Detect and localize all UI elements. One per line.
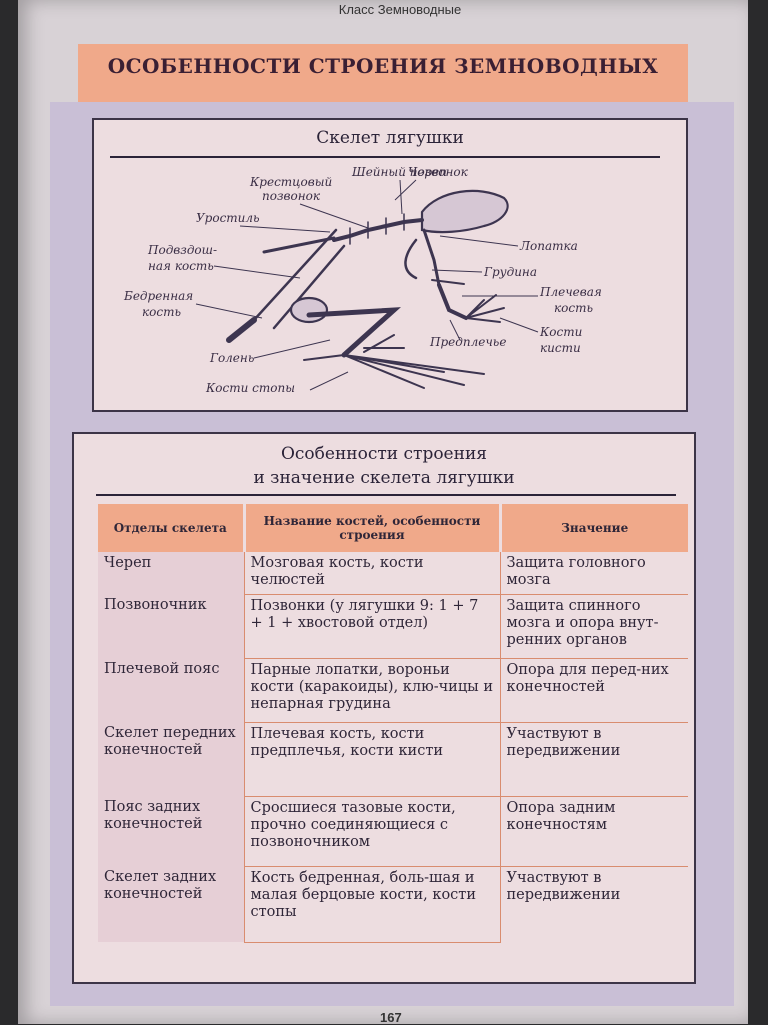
table-cell: Защита головного мозга [500, 552, 688, 595]
label-shin: Голень [210, 351, 255, 365]
table-title-line2: и значение скелета лягушки [253, 468, 515, 488]
table-cell: Опора для перед-них конечностей [500, 658, 688, 723]
label-ilium-1: Подвздош- [148, 243, 218, 257]
table-row: Скелет передних конечностей Плечевая кос… [98, 722, 688, 797]
page-title: ОСОБЕННОСТИ СТРОЕНИЯ ЗЕМНОВОДНЫХ [107, 54, 659, 78]
skeleton-title: Скелет лягушки [316, 128, 464, 148]
table-cell: Опора задним конечностям [500, 796, 688, 867]
label-humerus-2: кость [554, 301, 594, 315]
table-cell: Позвонки (у лягушки 9: 1 + 7 + 1 + хвост… [243, 594, 501, 659]
table-cell: Участвуют в передвижении [506, 869, 621, 903]
table-cell: Позвоночник [98, 594, 244, 658]
table-row: Пояс задних конечностей Сросшиеся тазовы… [98, 796, 688, 867]
table-row: Позвоночник Позвонки (у лягушки 9: 1 + 7… [98, 594, 688, 659]
table-cell: Мозговая кость, кости челюстей [243, 552, 501, 595]
frog-skeleton-illustration [226, 189, 509, 389]
table-row: Скелет задних конечностей Кость бедренна… [98, 866, 688, 943]
table-cell: Скелет задних конечностей [98, 866, 244, 942]
column-header: Название костей, особенности строения [244, 504, 502, 552]
table-cell: Участвуют в передвижении [500, 722, 688, 797]
column-header: Значение [500, 504, 688, 552]
label-sacral-1: Крестцовый [250, 175, 333, 189]
skeleton-table: Отделы скелета Название костей, особенно… [98, 504, 688, 943]
label-femur-2: кость [142, 305, 182, 319]
label-urostyle: Уростиль [196, 211, 260, 225]
label-foot: Кости стопы [206, 381, 295, 395]
label-humerus-1: Плечевая [540, 285, 602, 299]
table-cell: Парные лопатки, вороньи кости (каракоиды… [243, 658, 501, 723]
label-ilium-2: ная кость [148, 259, 214, 273]
label-sternum: Грудина [484, 265, 537, 279]
label-femur-1: Бедренная [124, 289, 194, 303]
table-cell: Плечевая кость, кости предплечья, кости … [243, 722, 501, 797]
table-cell: Кость бедренная, боль-шая и малая берцов… [243, 866, 501, 943]
title-band [78, 44, 688, 102]
table-cell: Плечевой пояс [98, 658, 244, 722]
table-cell: Скелет передних конечностей [98, 722, 244, 796]
table-cell: Сросшиеся тазовые кости, прочно соединяю… [243, 796, 501, 867]
title-rule [110, 156, 660, 158]
table-row: Плечевой пояс Парные лопатки, вороньи ко… [98, 658, 688, 723]
table-title-line1: Особенности строения [280, 444, 488, 464]
label-cervical: Шейный позвонок [352, 165, 468, 179]
table-cell: Пояс задних конечностей [98, 796, 244, 866]
table-header-row: Отделы скелета Название костей, особенно… [98, 504, 688, 552]
column-header: Отделы скелета [98, 504, 246, 552]
page-number: 167 [380, 1010, 402, 1025]
label-hand-1: Кости [540, 325, 583, 339]
table-row: Череп Мозговая кость, кости челюстей Защ… [98, 552, 688, 595]
table-cell: Череп [98, 552, 244, 594]
label-hand-2: кисти [540, 341, 581, 355]
table-cell: Защита спинного мозга и опора внут-ренни… [500, 594, 688, 659]
label-sacral-2: позвонок [262, 189, 321, 203]
table-title-rule [96, 494, 676, 496]
label-skull: Череп [408, 165, 447, 179]
running-head: Класс Земноводные [338, 2, 462, 17]
label-scapula: Лопатка [520, 239, 578, 253]
label-forearm: Предплечье [430, 335, 507, 349]
